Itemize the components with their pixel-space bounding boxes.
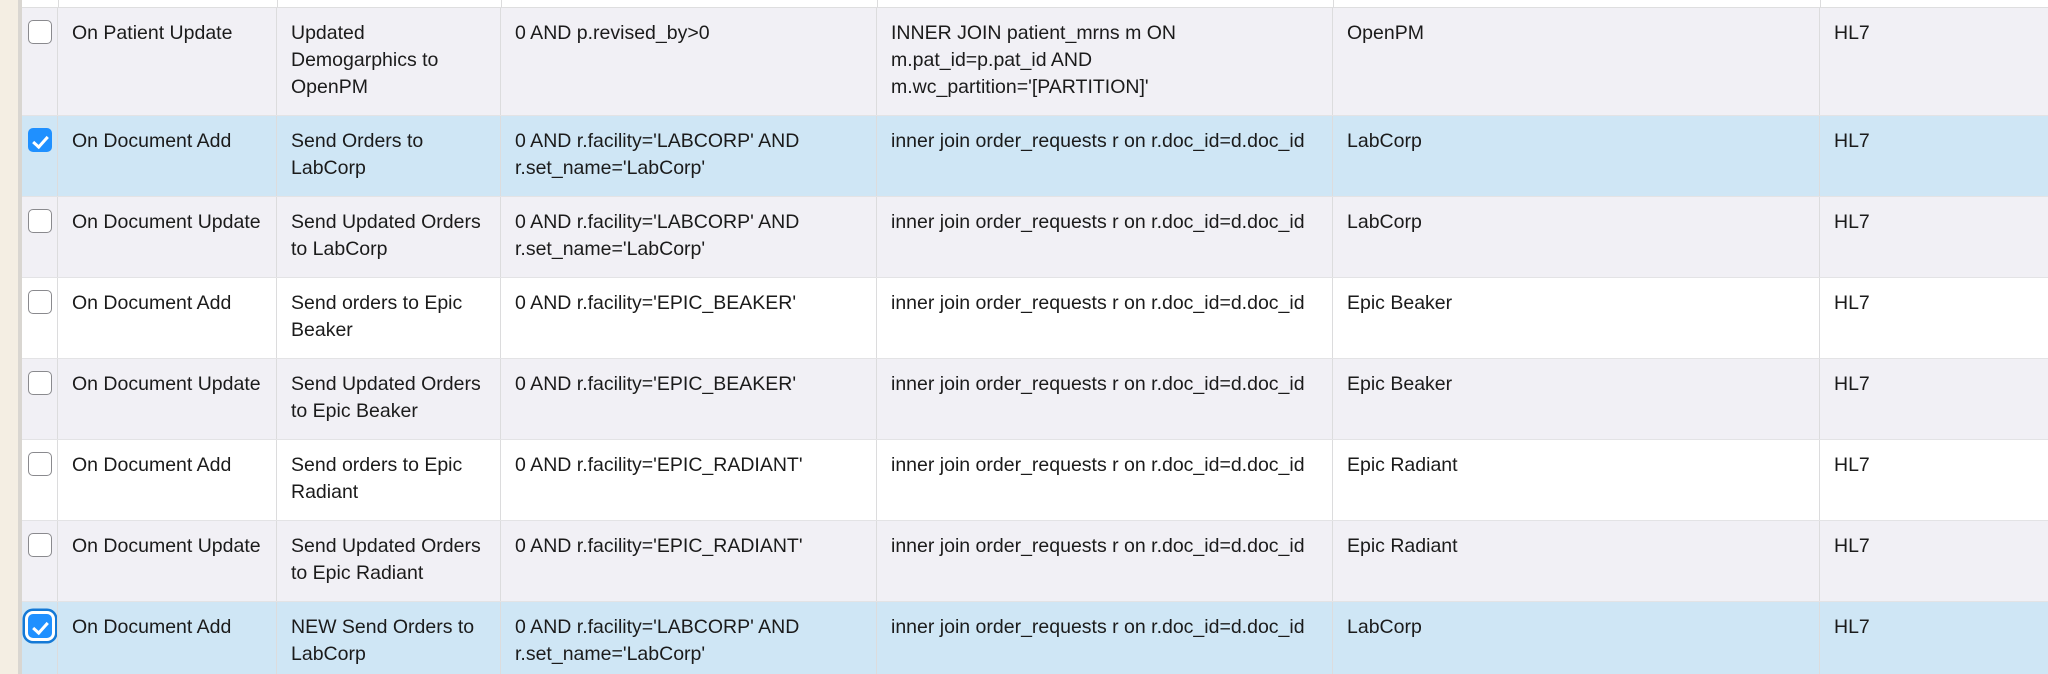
row-select-cell[interactable]	[22, 359, 58, 439]
row-checkbox-checked[interactable]	[27, 614, 52, 638]
cell-name: Send orders to Epic Beaker	[277, 278, 501, 358]
cell-join: INNER JOIN patient_mrns m ON m.pat_id=p.…	[877, 8, 1333, 115]
cell-condition: 0 AND r.facility='EPIC_BEAKER'	[501, 359, 877, 439]
row-checkbox-unchecked[interactable]	[27, 209, 52, 233]
cell-condition: 0 AND r.facility='EPIC_RADIANT'	[501, 440, 877, 520]
cell-event: On Document Add	[58, 116, 277, 196]
row-select-cell[interactable]	[22, 440, 58, 520]
cell-condition: 0 AND r.facility='EPIC_BEAKER'	[501, 278, 877, 358]
cell-name: Send orders to Epic Radiant	[277, 440, 501, 520]
cell-name: Send Updated Orders to LabCorp	[277, 197, 501, 277]
cell-join: inner join order_requests r on r.doc_id=…	[877, 602, 1333, 674]
cell-vendor: Epic Beaker	[1333, 278, 1820, 358]
row-checkbox-unchecked[interactable]	[27, 20, 52, 44]
cell-vendor: Epic Radiant	[1333, 521, 1820, 601]
left-gutter-edge	[18, 0, 22, 674]
cell-condition: 0 AND r.facility='LABCORP' AND r.set_nam…	[501, 602, 877, 674]
cell-event: On Document Add	[58, 602, 277, 674]
cell-join: inner join order_requests r on r.doc_id=…	[877, 359, 1333, 439]
cell-format: HL7	[1834, 535, 1870, 557]
cell-join: inner join order_requests r on r.doc_id=…	[877, 197, 1333, 277]
cell-vendor: LabCorp	[1333, 116, 1820, 196]
cell-vendor: LabCorp	[1333, 602, 1820, 674]
cell-format: HL7	[1834, 130, 1870, 152]
cell-condition: 0 AND r.facility='EPIC_RADIANT'	[501, 521, 877, 601]
row-checkbox-unchecked[interactable]	[27, 452, 52, 476]
cell-event: On Document Update	[58, 521, 277, 601]
row-select-cell[interactable]	[22, 521, 58, 601]
cell-join: inner join order_requests r on r.doc_id=…	[877, 521, 1333, 601]
cell-event: On Document Add	[58, 278, 277, 358]
row-select-cell[interactable]	[22, 197, 58, 277]
row-checkbox-unchecked[interactable]	[27, 371, 52, 395]
cell-event: On Document Update	[58, 197, 277, 277]
cell-join: inner join order_requests r on r.doc_id=…	[877, 278, 1333, 358]
row-checkbox-unchecked[interactable]	[27, 533, 52, 557]
cell-name: NEW Send Orders to LabCorp	[277, 602, 501, 674]
row-checkbox-checked[interactable]	[27, 128, 52, 152]
cell-vendor: Epic Radiant	[1333, 440, 1820, 520]
cell-format: HL7	[1834, 454, 1870, 476]
cell-join: inner join order_requests r on r.doc_id=…	[877, 440, 1333, 520]
cell-name: Send Updated Orders to Epic Beaker	[277, 359, 501, 439]
row-select-cell[interactable]	[22, 278, 58, 358]
cell-event: On Document Add	[58, 440, 277, 520]
cell-format: HL7	[1834, 22, 1870, 44]
cell-vendor: OpenPM	[1333, 8, 1820, 115]
row-select-cell[interactable]	[22, 116, 58, 196]
cell-format: HL7	[1834, 292, 1870, 314]
cell-join: inner join order_requests r on r.doc_id=…	[877, 116, 1333, 196]
cell-format: HL7	[1834, 616, 1870, 638]
row-checkbox-unchecked[interactable]	[27, 290, 52, 314]
row-select-cell[interactable]	[22, 8, 58, 115]
partial-row-above	[22, 0, 2048, 8]
cell-condition: 0 AND r.facility='LABCORP' AND r.set_nam…	[501, 197, 877, 277]
cell-condition: 0 AND r.facility='LABCORP' AND r.set_nam…	[501, 116, 877, 196]
cell-format: HL7	[1834, 211, 1870, 233]
cell-name: Updated Demogarphics to OpenPM	[277, 8, 501, 115]
cell-vendor: Epic Beaker	[1333, 359, 1820, 439]
cell-event: On Patient Update	[58, 8, 277, 115]
left-gutter	[0, 0, 18, 674]
cell-name: Send Updated Orders to Epic Radiant	[277, 521, 501, 601]
row-select-cell[interactable]	[22, 602, 58, 674]
cell-event: On Document Update	[58, 359, 277, 439]
cell-condition: 0 AND p.revised_by>0	[501, 8, 877, 115]
cell-name: Send Orders to LabCorp	[277, 116, 501, 196]
cell-vendor: LabCorp	[1333, 197, 1820, 277]
cell-format: HL7	[1834, 373, 1870, 395]
